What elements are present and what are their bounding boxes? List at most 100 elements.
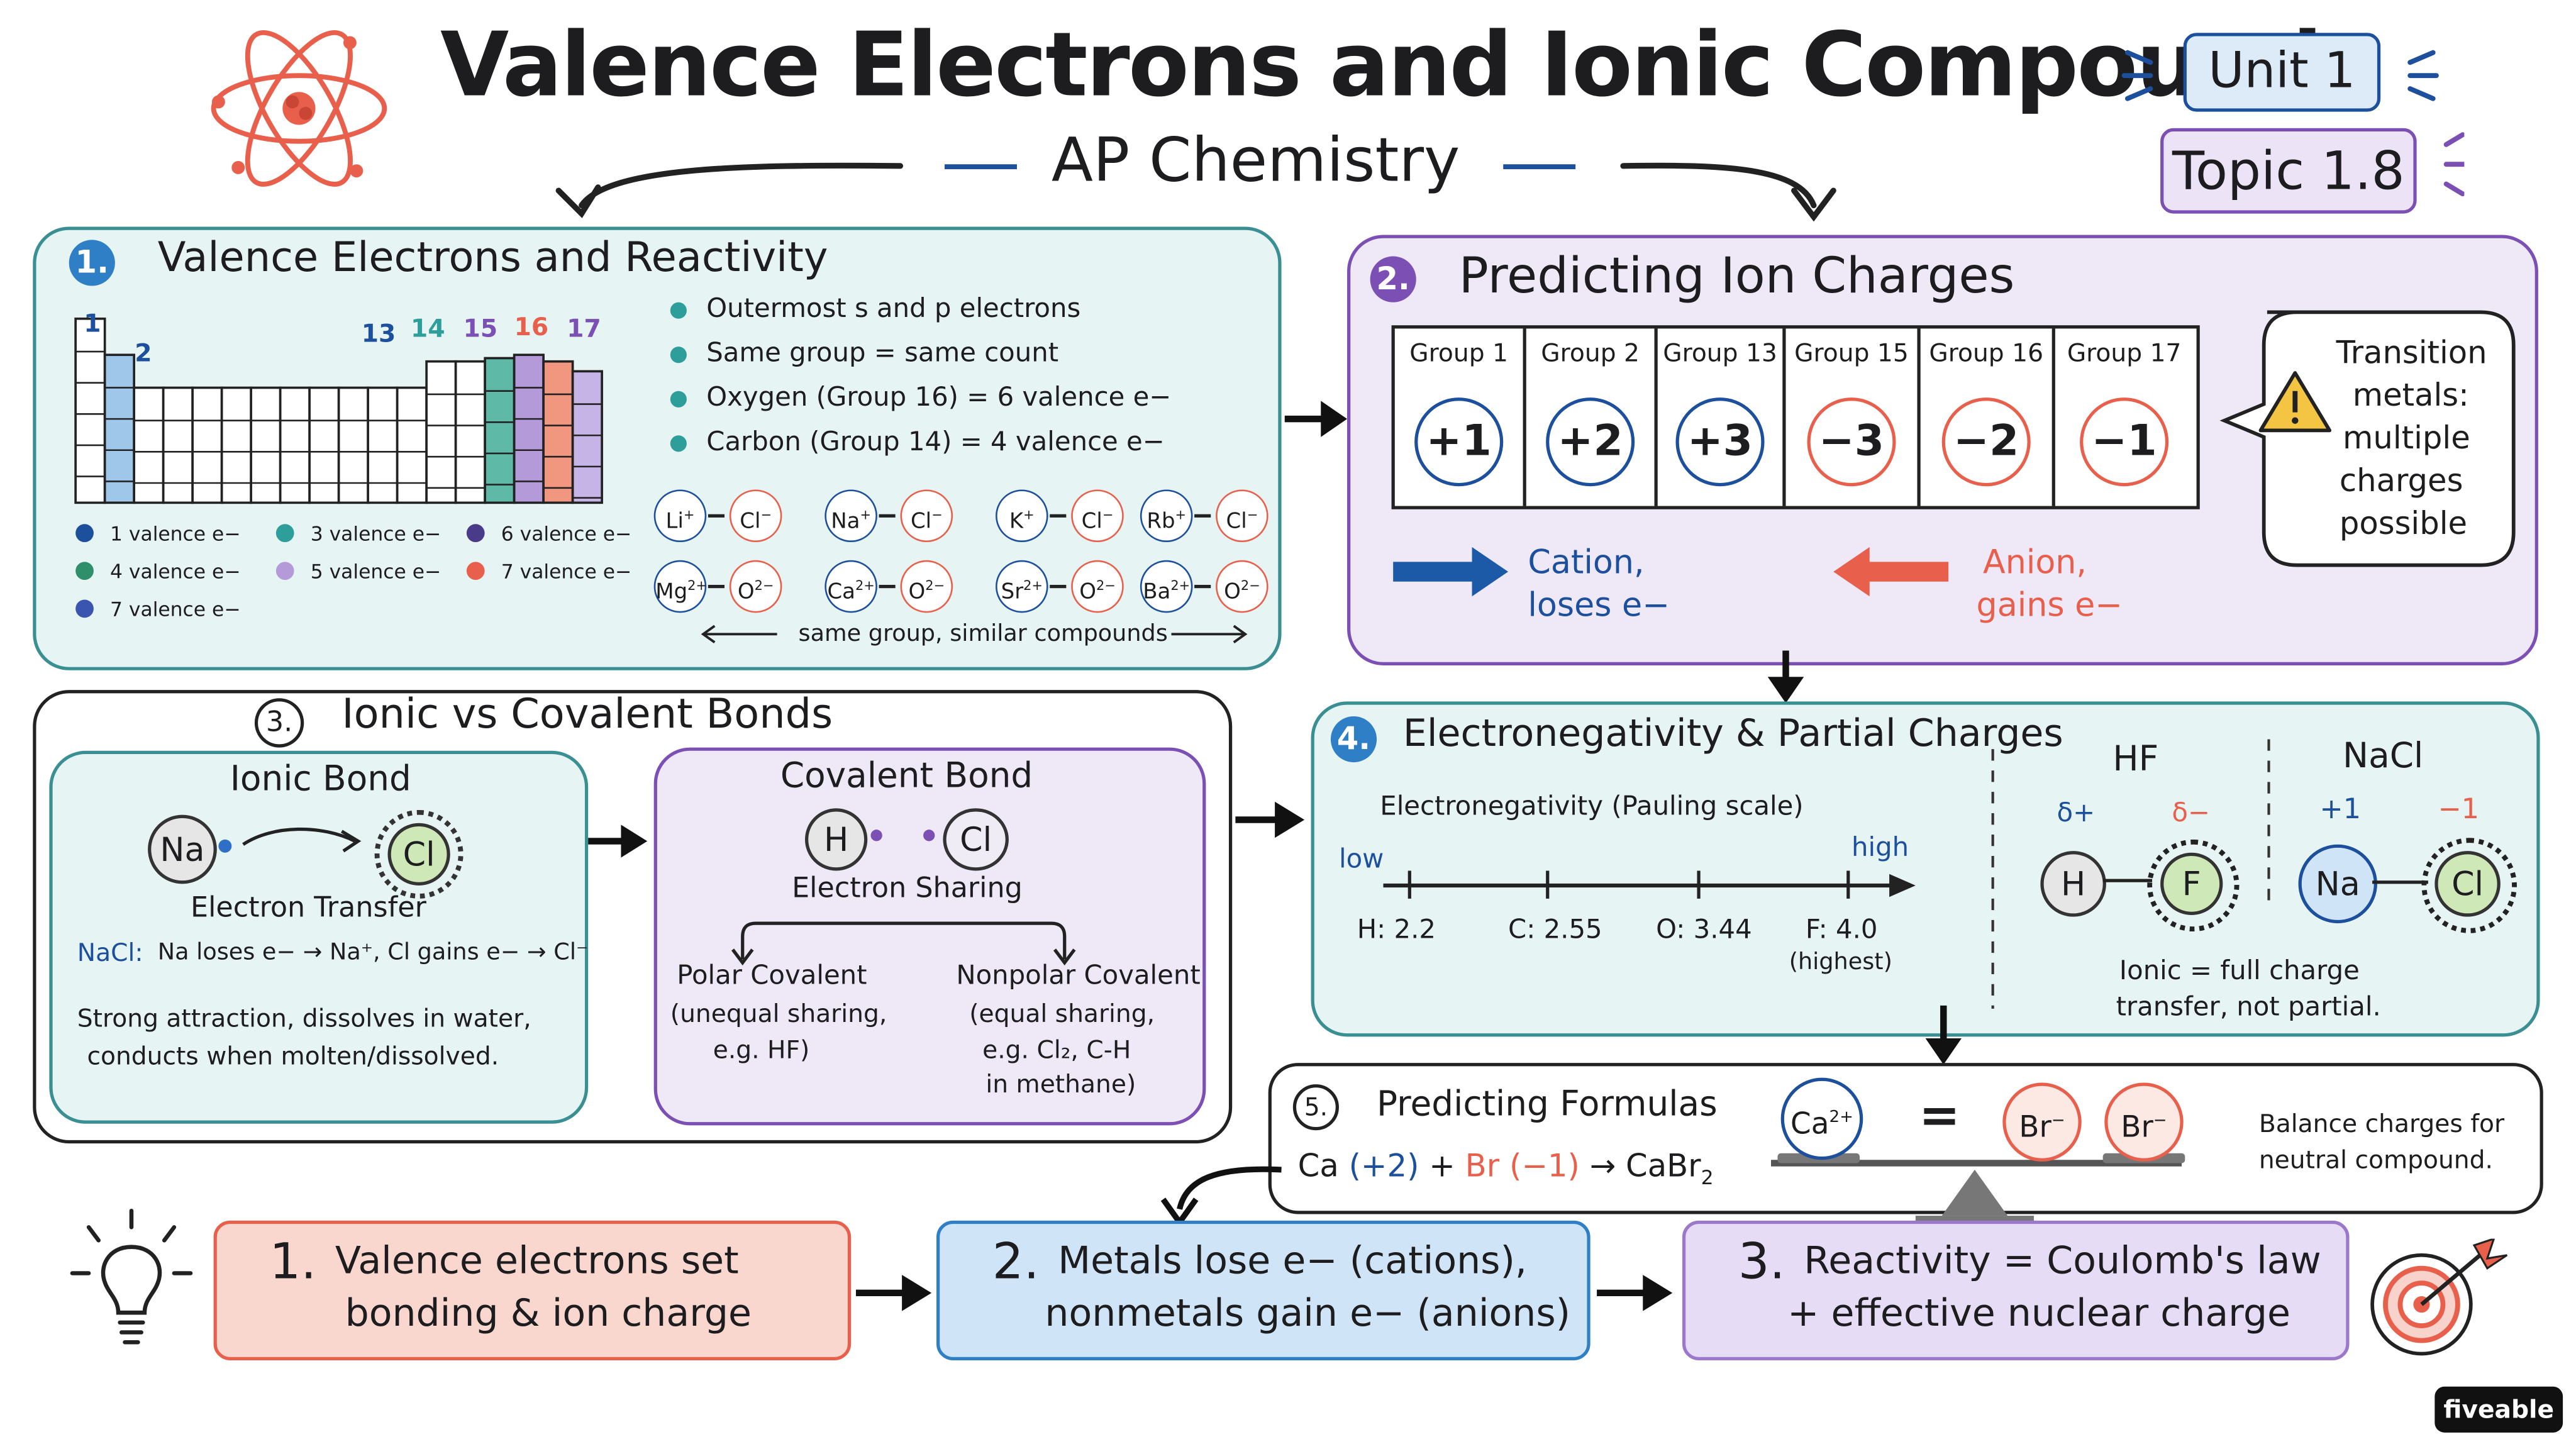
summary-line-1: Valence electrons set <box>335 1240 739 1284</box>
eq-br: Br <box>1465 1148 1500 1185</box>
summary-line-1: Reactivity = Coulomb's law <box>1804 1240 2321 1284</box>
ionic-title: Ionic Bond <box>230 758 411 799</box>
summary-number-3: 3. <box>1738 1233 1785 1292</box>
bullet-dot-icon <box>670 391 687 408</box>
section-4-title: Electronegativity & Partial Charges <box>1402 713 2063 756</box>
section-5-title: Predicting Formulas <box>1377 1084 1718 1124</box>
ca-charge: 2+ <box>1829 1109 1854 1127</box>
lightbulb-icon <box>70 1208 193 1345</box>
pt-column-15 <box>484 357 516 504</box>
section-1-title: Valence Electrons and Reactivity <box>157 233 828 281</box>
summary-line-2: bonding & ion charge <box>345 1292 752 1336</box>
group-label-1: 1 <box>84 309 101 339</box>
transfer-arrow <box>242 827 362 853</box>
legend-label: 5 valence e− <box>310 560 441 584</box>
anion-arrow-icon <box>1833 547 1949 597</box>
transition-note-line-0: Transition <box>2336 335 2487 372</box>
summary-number-1: 1. <box>269 1233 317 1292</box>
electronegativity-scale <box>1383 870 1916 899</box>
group-column-3: Group 15 −3 <box>1786 328 1921 506</box>
anion-charge: − <box>1102 508 1114 523</box>
pt-column-7 <box>250 386 282 504</box>
arrow-ionic-to-covalent <box>588 824 648 858</box>
nacl-description: Na loses e− → Na⁺, Cl gains e− → Cl⁻ <box>157 940 589 966</box>
pt-column-4 <box>162 386 194 504</box>
br-charge-1: − <box>2051 1112 2065 1131</box>
ion-bond-dash <box>1194 514 1211 517</box>
anion-Cl: Cl− <box>729 489 782 543</box>
arrow-2-to-4 <box>1767 650 1804 704</box>
legend-dot-icon <box>75 524 94 543</box>
pt-column-11 <box>367 386 399 504</box>
ion-bond-dash <box>879 584 896 588</box>
pt-column-6 <box>220 386 252 504</box>
bullet-dot-icon <box>670 435 687 452</box>
ca-symbol: Ca <box>1790 1107 1829 1142</box>
cation-Ba: Ba2+ <box>1140 560 1193 613</box>
bullet-3: Carbon (Group 14) = 4 valence e− <box>706 425 1165 457</box>
cation-charge: + <box>1175 508 1187 523</box>
group-label-2: 2 <box>135 338 152 369</box>
pt-column-9 <box>308 386 340 504</box>
anion-sublabel: gains e− <box>1976 584 2123 625</box>
ion-bond-dash <box>1050 514 1067 517</box>
group-header-2: Group 13 <box>1663 338 1777 369</box>
na-atom: Na <box>148 814 217 884</box>
ion-bond-dash <box>1194 584 1211 588</box>
legend-label: 3 valence e− <box>310 522 441 546</box>
group-label-13: 13 <box>361 318 396 348</box>
hf-partial-positive: δ+ <box>2057 796 2096 828</box>
pt-column-1 <box>74 317 106 504</box>
cation-Ca: Ca2+ <box>824 560 877 613</box>
bullet-0: Outermost s and p electrons <box>706 292 1081 324</box>
pt-column-10 <box>337 386 369 504</box>
ionic-props-line1: Strong attraction, dissolves in water, <box>77 1004 531 1034</box>
summary-line-2: + effective nuclear charge <box>1787 1292 2290 1336</box>
pt-column-13 <box>425 360 457 504</box>
bullet-1: Same group = same count <box>706 336 1059 369</box>
legend-dot-icon <box>75 599 94 618</box>
summary-card-3: 3. Reactivity = Coulomb's law + effective … <box>1682 1220 2350 1360</box>
group-column-5: Group 17−1 <box>2055 328 2193 506</box>
nacl-cl-atom: Cl <box>2434 851 2501 917</box>
cation-symbol: Mg <box>655 580 688 606</box>
cation-charge: 2+ <box>1170 578 1191 594</box>
group-column-1: Group 2+2 <box>1526 328 1658 506</box>
summary-line-1: Metals lose e− (cations), <box>1058 1240 1527 1284</box>
scale-value-0: H: 2.2 <box>1357 913 1436 945</box>
charge-3: −3 <box>1807 397 1896 487</box>
section-2-number: 2. <box>1370 256 1416 303</box>
ionic-note-line1: Ionic = full charge <box>2119 954 2360 986</box>
bullet-dot-icon <box>670 302 687 319</box>
anion-Cl: Cl− <box>1216 489 1269 543</box>
summary-arrow-2 <box>1597 1275 1673 1311</box>
anion-O: O2− <box>1216 560 1269 613</box>
group-column-2: Group 13+3 <box>1658 328 1786 506</box>
covalent-title: Covalent Bond <box>780 755 1033 796</box>
cl-atom: Cl <box>387 823 450 886</box>
charge-0: +1 <box>1414 397 1504 487</box>
sharing-label: Electron Sharing <box>792 872 1023 906</box>
scale-highest-note: (highest) <box>1789 949 1892 976</box>
anion-symbol: O <box>737 580 755 606</box>
legend-dot-icon <box>466 524 485 543</box>
group-header-0: Group 1 <box>1409 338 1508 369</box>
legend-item-4: 5 valence e− <box>275 560 441 584</box>
group-header-3: Group 15 <box>1794 338 1909 369</box>
legend-label: 6 valence e− <box>501 522 632 546</box>
transfer-electron <box>218 839 232 853</box>
scale-low-label: low <box>1338 843 1384 874</box>
nonpolar-line-1: (equal sharing, <box>969 999 1155 1029</box>
section-3-title: Ionic vs Covalent Bonds <box>341 690 833 738</box>
section-4-number: 4. <box>1330 716 1377 763</box>
ion-bond-dash <box>708 584 724 588</box>
hf-label: HF <box>2112 739 2159 779</box>
ion-bond-dash <box>879 514 896 517</box>
ion-bond-dash <box>1050 584 1067 588</box>
transition-note-line-1: metals: <box>2352 377 2469 414</box>
pt-column-2 <box>103 353 135 504</box>
formula-equation: Ca (+2) + Br (−1) → CaBr2 <box>1298 1148 1714 1189</box>
ionic-bond-card <box>49 750 589 1124</box>
legend-dot-icon <box>275 524 294 543</box>
